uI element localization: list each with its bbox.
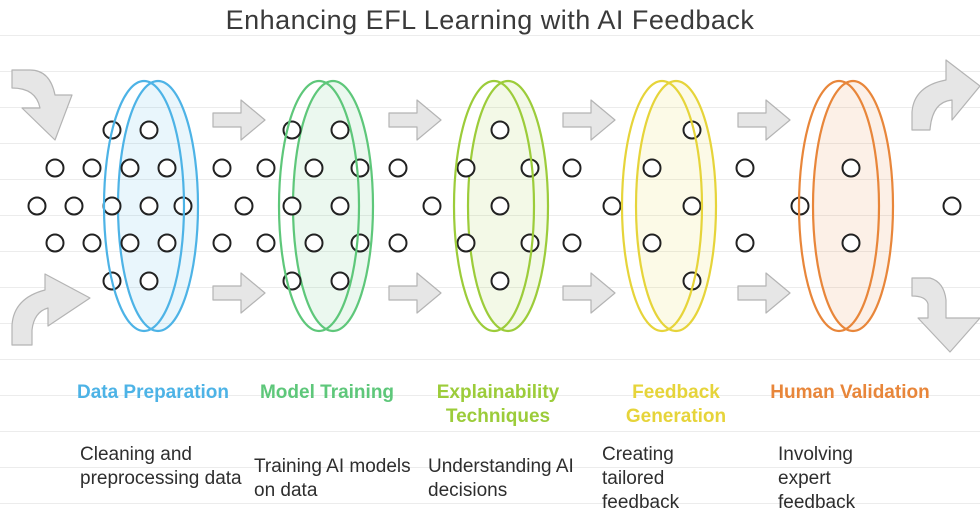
data-point-dot xyxy=(735,233,755,253)
data-point-dot xyxy=(139,196,159,216)
data-point-dot xyxy=(139,271,159,291)
stage-desc-feedback-generation: Creating tailored feedback xyxy=(602,444,680,513)
stage-ring-4 xyxy=(634,79,718,333)
data-point-dot xyxy=(350,233,370,253)
data-point-dot xyxy=(456,158,476,178)
data-point-dot xyxy=(282,196,302,216)
process-funnel-diagram xyxy=(11,59,980,353)
data-point-dot xyxy=(330,196,350,216)
data-point-dot xyxy=(157,233,177,253)
stage-ring-front-1 xyxy=(102,79,186,333)
data-point-dot xyxy=(102,196,122,216)
data-point-dot xyxy=(157,158,177,178)
data-point-dot xyxy=(735,158,755,178)
data-point-dot xyxy=(212,158,232,178)
stage-desc-explainability-techniques: Understanding AI decisions xyxy=(428,456,574,501)
stage-ring-back-5 xyxy=(811,79,895,333)
data-point-dot xyxy=(27,196,47,216)
chevron-top-arrow-icon-4 xyxy=(737,99,791,141)
data-point-dot xyxy=(456,233,476,253)
data-point-dot xyxy=(602,196,622,216)
chevron-bottom-arrow-icon-1 xyxy=(212,272,266,314)
data-point-dot xyxy=(388,158,408,178)
data-point-dot xyxy=(562,233,582,253)
data-point-dot xyxy=(234,196,254,216)
data-point-dot xyxy=(64,196,84,216)
data-point-dot xyxy=(82,233,102,253)
data-point-dot xyxy=(45,233,65,253)
data-point-dot xyxy=(841,233,861,253)
left-in-bottom-arrow-icon xyxy=(11,273,91,346)
stage-ring-front-5 xyxy=(797,79,881,333)
stage-ring-back-4 xyxy=(634,79,718,333)
stage-rings-front xyxy=(102,79,881,333)
data-point-dot xyxy=(82,158,102,178)
stage-desc-model-training: Training AI models on data xyxy=(254,456,411,501)
data-point-dot xyxy=(45,158,65,178)
stage-desc-data-preparation: Cleaning and preprocessing data xyxy=(80,444,242,489)
stage-title-human-validation: Human Validation xyxy=(770,382,930,403)
data-point-dot xyxy=(841,158,861,178)
left-in-top-arrow-icon xyxy=(11,69,73,141)
stage-title-model-training: Model Training xyxy=(259,382,395,403)
data-point-dot xyxy=(256,158,276,178)
data-point-dot xyxy=(304,158,324,178)
chevron-top-arrow-icon-3 xyxy=(562,99,616,141)
data-point-dot xyxy=(139,120,159,140)
chevron-bottom-arrow-icon-4 xyxy=(737,272,791,314)
right-out-top-arrow-icon xyxy=(911,59,980,131)
data-point-dot xyxy=(520,233,540,253)
stage-title-data-preparation: Data Preparation xyxy=(76,382,230,403)
data-point-dot xyxy=(682,196,702,216)
stage-ring-front-2 xyxy=(277,79,361,333)
data-point-dot xyxy=(422,196,442,216)
chevron-arrows xyxy=(212,99,791,314)
stage-desc-human-validation: Involving expert feedback xyxy=(778,444,856,513)
data-point-dot xyxy=(256,233,276,253)
chevron-top-arrow-icon-2 xyxy=(388,99,442,141)
stage-title-explainability-techniques: Explainability Techniques xyxy=(436,382,560,427)
chevron-bottom-arrow-icon-2 xyxy=(388,272,442,314)
data-point-dot xyxy=(490,120,510,140)
data-point-dot xyxy=(212,233,232,253)
stage-ring-front-3 xyxy=(452,79,536,333)
data-point-dot xyxy=(350,158,370,178)
data-point-dot xyxy=(490,196,510,216)
data-point-dot xyxy=(330,271,350,291)
stage-title-feedback-generation: Feedback Generation xyxy=(625,382,727,427)
right-out-bottom-arrow-icon xyxy=(911,277,980,353)
data-point-dot xyxy=(120,158,140,178)
data-point-dot xyxy=(388,233,408,253)
stage-ring-5 xyxy=(811,79,895,333)
data-point-dot xyxy=(304,233,324,253)
data-point-dot xyxy=(562,158,582,178)
curved-arrows xyxy=(11,59,980,353)
data-point-dot xyxy=(942,196,962,216)
data-point-dot xyxy=(642,158,662,178)
stage-ring-front-4 xyxy=(620,79,704,333)
data-point-dot xyxy=(120,233,140,253)
chevron-top-arrow-icon-1 xyxy=(212,99,266,141)
data-point-dot xyxy=(330,120,350,140)
chevron-bottom-arrow-icon-3 xyxy=(562,272,616,314)
data-point-dot xyxy=(490,271,510,291)
data-point-dot xyxy=(642,233,662,253)
data-point-dot xyxy=(520,158,540,178)
diagram-title: Enhancing EFL Learning with AI Feedback xyxy=(225,5,755,35)
